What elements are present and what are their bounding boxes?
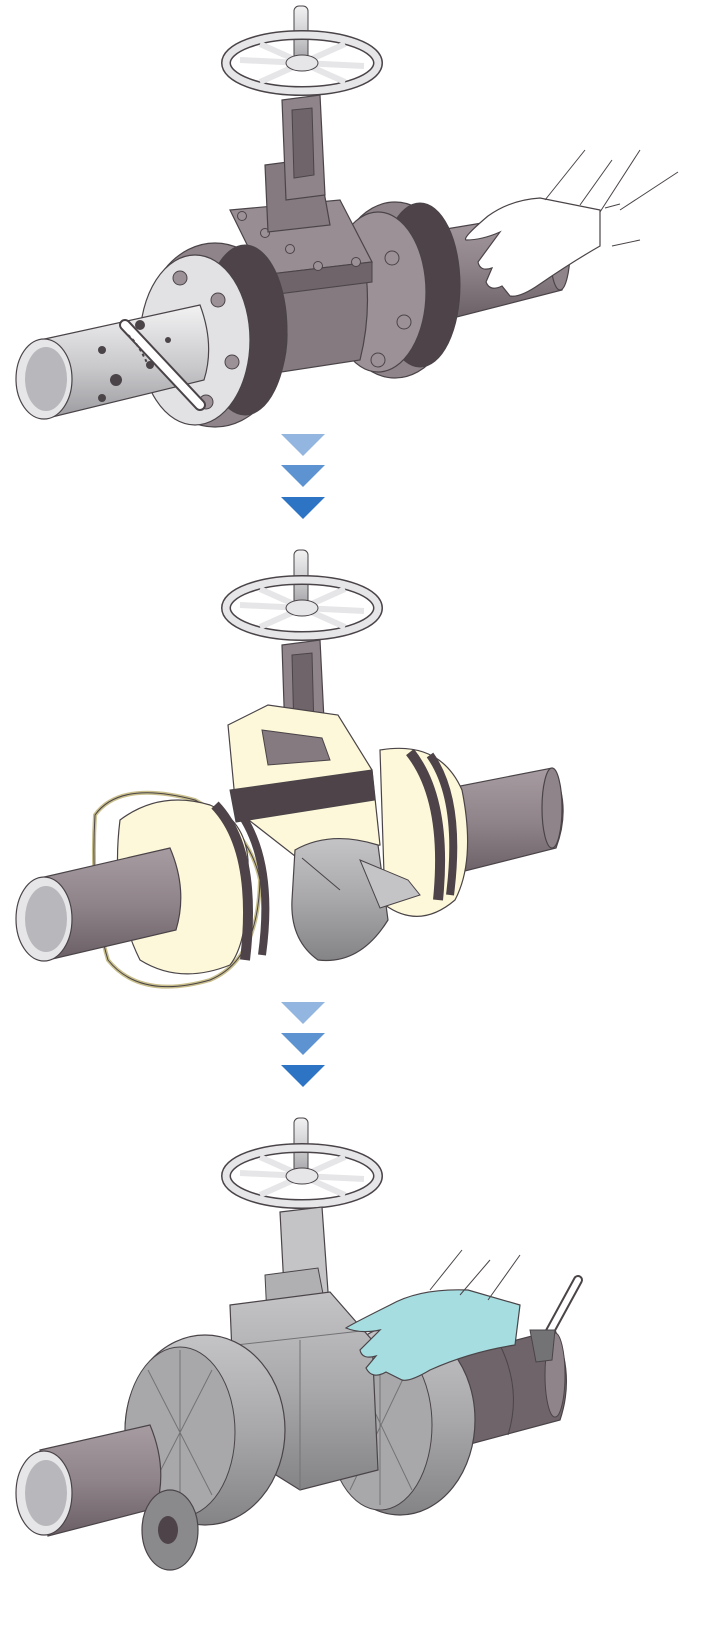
- pipe-right: [439, 767, 564, 877]
- pipe-left: [15, 1424, 162, 1537]
- wire-brush-tool: [119, 319, 206, 411]
- handwheel: [221, 5, 383, 96]
- arrow-2-chevron-down-icon: [281, 1002, 325, 1087]
- white-glove-hand: [464, 149, 679, 297]
- arrow-1-chevron-down-icon: [281, 434, 325, 519]
- valve-bonnet: [264, 94, 331, 233]
- handwheel: [221, 549, 383, 641]
- step-surface-preparation: [15, 5, 679, 428]
- chevron-light: [281, 434, 325, 456]
- chevron-dark: [281, 1065, 325, 1087]
- pipe-left-steel: [15, 304, 210, 420]
- chevron-light: [281, 1002, 325, 1024]
- chevron-dark: [281, 497, 325, 519]
- step-metal-cladding: [15, 1117, 583, 1571]
- pipe-left: [15, 847, 182, 962]
- handwheel: [221, 1117, 383, 1209]
- chevron-mid: [281, 1033, 325, 1055]
- paint-brush-tool: [529, 1275, 583, 1363]
- cladding-half-shells: [291, 838, 421, 962]
- cladding-end-cap: [141, 1489, 199, 1571]
- step-insulation: [15, 549, 564, 989]
- insulation-body-cover: [227, 704, 381, 861]
- chevron-mid: [281, 465, 325, 487]
- cyan-glove-hand: [344, 1249, 521, 1381]
- insulation-pad-right: [379, 747, 469, 917]
